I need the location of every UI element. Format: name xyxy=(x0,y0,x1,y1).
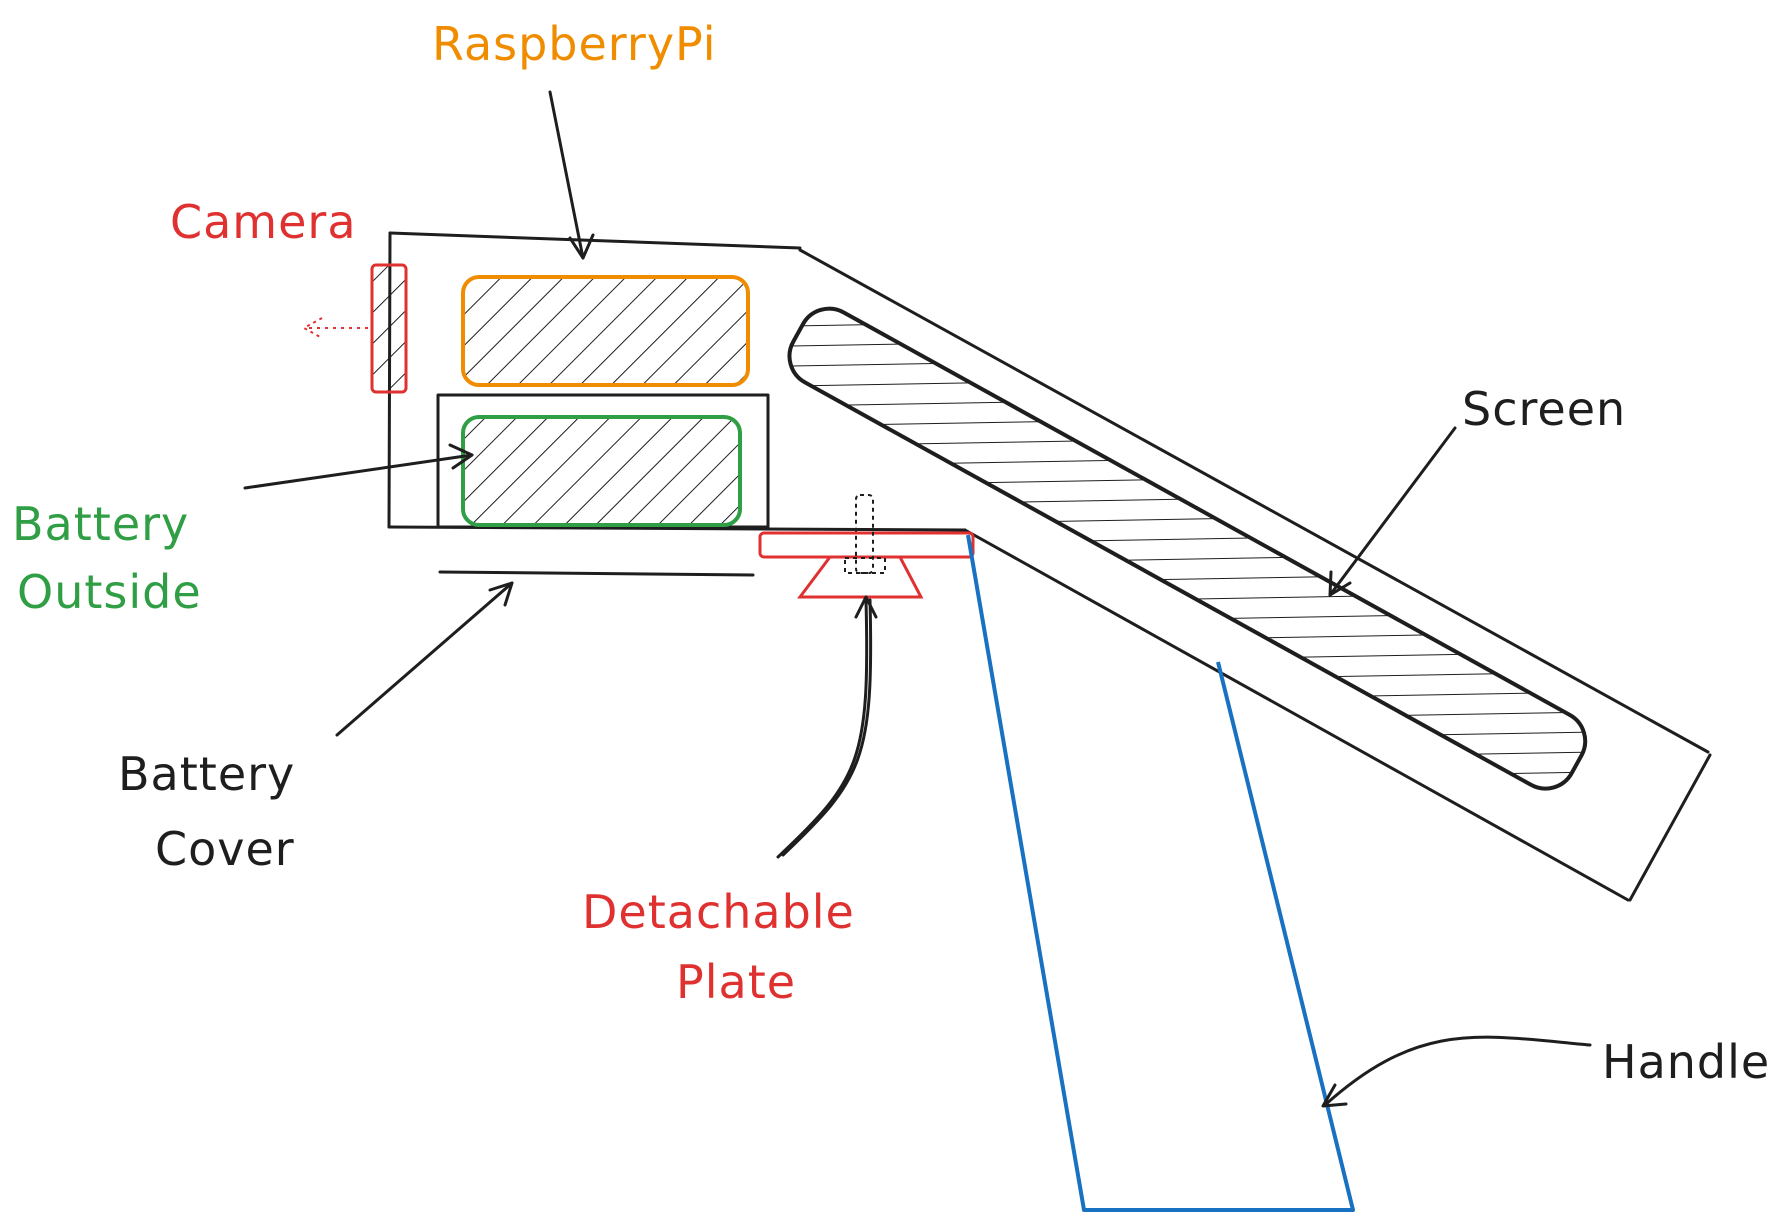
label-screen: Screen xyxy=(1462,382,1626,436)
label-battery-cover-line1: Battery xyxy=(118,747,295,801)
label-handle: Handle xyxy=(1602,1035,1770,1089)
label-raspberry-pi: RaspberryPi xyxy=(432,17,717,71)
detachable-plate xyxy=(758,494,975,599)
arrow-raspberry-pi xyxy=(548,90,595,260)
arrow-detachable-plate xyxy=(776,595,878,859)
handle xyxy=(966,534,1355,1212)
label-battery-outside-line2: Outside xyxy=(17,565,202,619)
arrow-battery-cover xyxy=(335,581,514,737)
camera-module xyxy=(370,263,408,394)
arrow-battery-outside xyxy=(243,443,474,490)
label-battery-cover-line2: Cover xyxy=(155,822,295,876)
label-camera: Camera xyxy=(170,195,357,249)
raspberry-pi-board xyxy=(461,275,750,387)
battery-cover xyxy=(438,570,755,577)
camera-direction-indicator xyxy=(301,317,368,339)
arrow-screen xyxy=(1328,426,1457,597)
label-detachable-plate-line2: Plate xyxy=(676,955,796,1009)
mounting-screw xyxy=(855,494,874,574)
screen-panel xyxy=(787,306,1588,791)
arrow-handle xyxy=(1321,1035,1592,1108)
label-detachable-plate-line1: Detachable xyxy=(582,885,855,939)
battery-pack xyxy=(461,415,742,527)
label-battery-outside-line1: Battery xyxy=(12,497,189,551)
